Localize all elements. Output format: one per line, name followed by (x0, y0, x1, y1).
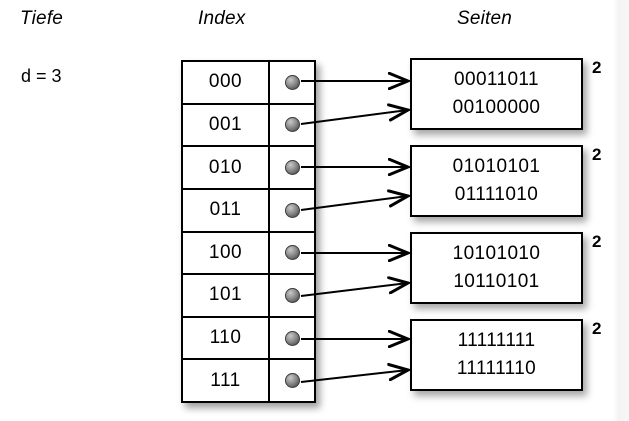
index-row[interactable]: 000 (183, 62, 314, 105)
page-record: 00100000 (452, 97, 541, 118)
column-title-index: Index (198, 8, 246, 29)
index-pointer-cell[interactable] (270, 360, 314, 401)
index-row[interactable]: 110 (183, 317, 314, 361)
index-key: 100 (183, 232, 270, 274)
index-pointer-cell[interactable] (270, 147, 314, 188)
page-record: 01111010 (454, 184, 539, 205)
index-pointer-cell[interactable] (270, 190, 314, 231)
page-local-depth: 2 (592, 58, 602, 77)
bullet-dot-icon (284, 117, 300, 133)
index-pointer-cell[interactable] (270, 275, 314, 316)
index-row[interactable]: 100 (183, 232, 314, 276)
index-pointer-cell[interactable] (270, 105, 314, 146)
column-title-pages: Seiten (457, 8, 513, 29)
page-box[interactable]: 11111111 11111110 (410, 319, 583, 391)
index-key: 011 (183, 189, 270, 231)
page-local-depth: 2 (592, 319, 602, 338)
page-record: 10110101 (453, 271, 540, 292)
column-title-depth: Tiefe (20, 8, 64, 29)
index-row[interactable]: 010 (183, 147, 314, 190)
page-box[interactable]: 00011011 00100000 (410, 58, 583, 130)
bullet-dot-icon (284, 202, 300, 218)
index-pointer-cell[interactable] (270, 233, 314, 274)
page-box[interactable]: 10101010 10110101 (410, 232, 583, 304)
bullet-dot-icon (284, 373, 300, 389)
index-directory-table: 000 001 010 011 100 (181, 60, 316, 403)
bullet-dot-icon (284, 74, 300, 90)
index-pointer-cell[interactable] (270, 62, 314, 103)
index-key: 111 (183, 360, 270, 401)
page-local-depth: 2 (592, 145, 602, 164)
pointer-arrow-011 (300, 196, 408, 211)
pointer-arrow-001 (300, 110, 408, 125)
page-record: 00011011 (454, 69, 539, 91)
pointer-arrow-101 (300, 283, 408, 297)
index-row[interactable]: 001 (183, 104, 314, 148)
index-row[interactable]: 111 (183, 360, 314, 401)
bullet-dot-icon (284, 287, 300, 303)
bullet-dot-icon (284, 160, 300, 176)
page-record: 11111110 (456, 358, 537, 379)
index-row[interactable]: 011 (183, 189, 314, 233)
index-pointer-cell[interactable] (270, 318, 314, 359)
page-box[interactable]: 01010101 01111010 (410, 145, 583, 217)
page-record: 01010101 (452, 156, 541, 178)
index-key: 110 (183, 317, 270, 359)
index-key: 101 (183, 275, 270, 316)
bullet-dot-icon (284, 245, 300, 261)
index-key: 000 (183, 62, 270, 103)
global-depth-value: d = 3 (21, 66, 62, 86)
slide-edge-strip (613, 0, 629, 421)
index-key: 010 (183, 147, 270, 188)
pointer-arrow-111 (300, 370, 408, 383)
index-row[interactable]: 101 (183, 275, 314, 318)
page-local-depth: 2 (592, 232, 602, 251)
index-key: 001 (183, 104, 270, 146)
bullet-dot-icon (284, 330, 300, 346)
page-record: 11111111 (457, 330, 536, 352)
page-record: 10101010 (452, 243, 541, 265)
